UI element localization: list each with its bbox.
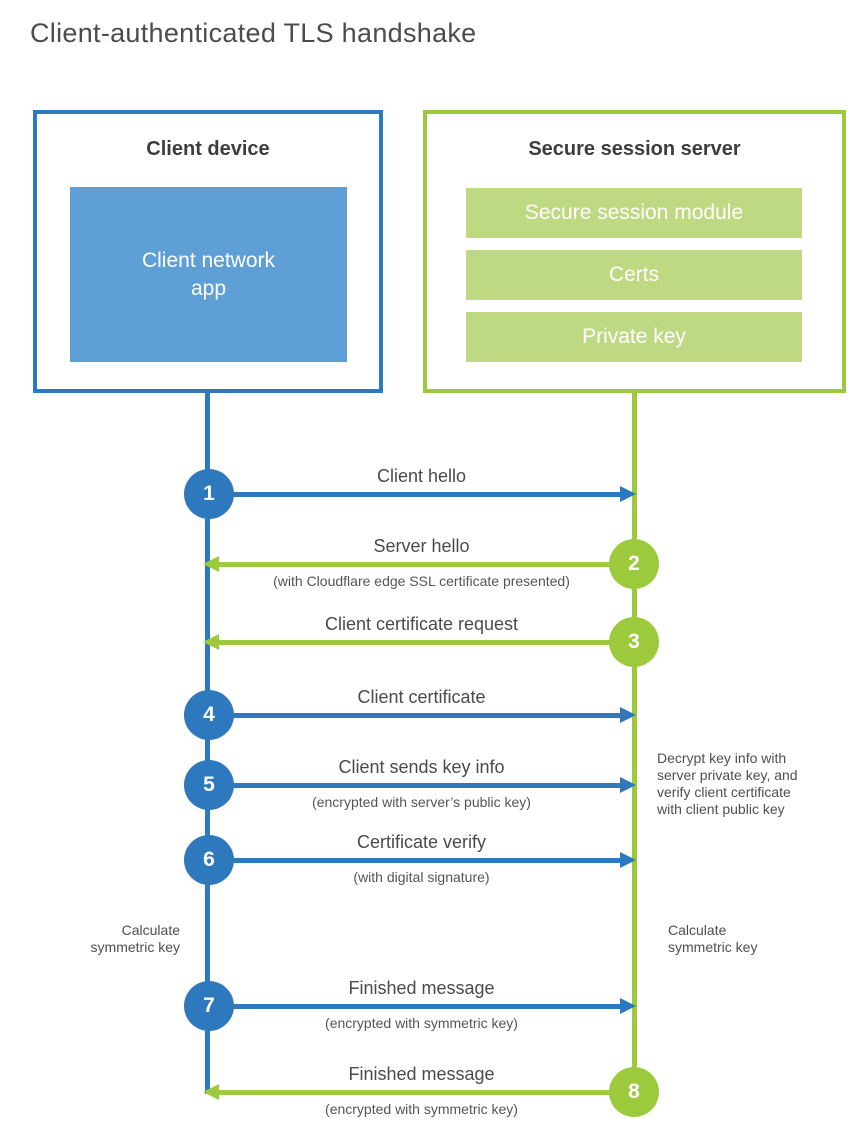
decrypt-note: Decrypt key info with server private key… [657,750,798,817]
step-6-circle: 6 [184,835,234,885]
message-1-arrowhead-icon [620,486,636,502]
message-5-sublabel: (encrypted with server’s public key) [312,794,531,810]
message-2-arrow [219,562,634,567]
message-1-label: Client hello [376,466,467,486]
calc-symmetric-key-server: Calculate symmetric key [668,922,758,955]
step-8-circle: 8 [609,1067,659,1117]
message-8-arrow [219,1090,634,1095]
server-lifeline [632,393,637,1092]
message-3-label: Client certificate request [324,614,519,634]
message-7-arrow [209,1004,621,1009]
message-3-arrowhead-icon [203,634,219,650]
step-2-circle: 2 [609,539,659,589]
message-1-arrow [209,492,621,497]
message-5-arrowhead-icon [620,777,636,793]
step-5-circle: 5 [184,760,234,810]
message-8-label: Finished message [348,1064,495,1084]
step-3-circle: 3 [609,617,659,667]
message-2-arrowhead-icon [203,556,219,572]
message-8-sublabel: (encrypted with symmetric key) [325,1101,518,1117]
message-6-label: Certificate verify [356,832,487,852]
message-4-arrow [209,713,621,718]
secure-session-module-bar: Secure session module [466,188,802,238]
step-4-circle: 4 [184,690,234,740]
client-lifeline [205,393,210,1094]
client-device-box: Client device Client network app [33,110,383,393]
page-title: Client-authenticated TLS handshake [30,18,477,48]
message-6-arrow [209,858,621,863]
message-3-arrow [219,640,634,645]
calc-symmetric-key-client: Calculate symmetric key [90,922,180,955]
message-5-label: Client sends key info [338,757,505,777]
client-network-app-box: Client network app [70,187,347,362]
private-key-bar: Private key [466,312,802,362]
step-1-circle: 1 [184,469,234,519]
message-8-arrowhead-icon [203,1084,219,1100]
secure-session-server-title: Secure session server [528,138,741,160]
message-6-sublabel: (with digital signature) [353,869,490,885]
client-device-title: Client device [146,138,270,160]
message-4-arrowhead-icon [620,707,636,723]
message-7-sublabel: (encrypted with symmetric key) [325,1015,518,1031]
message-7-arrowhead-icon [620,998,636,1014]
message-2-label: Server hello [373,536,470,556]
message-7-label: Finished message [348,978,495,998]
message-5-arrow [209,783,621,788]
certs-bar: Certs [466,250,802,300]
message-2-sublabel: (with Cloudflare edge SSL certificate pr… [273,573,570,589]
step-7-circle: 7 [184,981,234,1031]
message-6-arrowhead-icon [620,852,636,868]
message-4-label: Client certificate [357,687,486,707]
secure-session-server-box: Secure session server Secure session mod… [423,110,846,393]
